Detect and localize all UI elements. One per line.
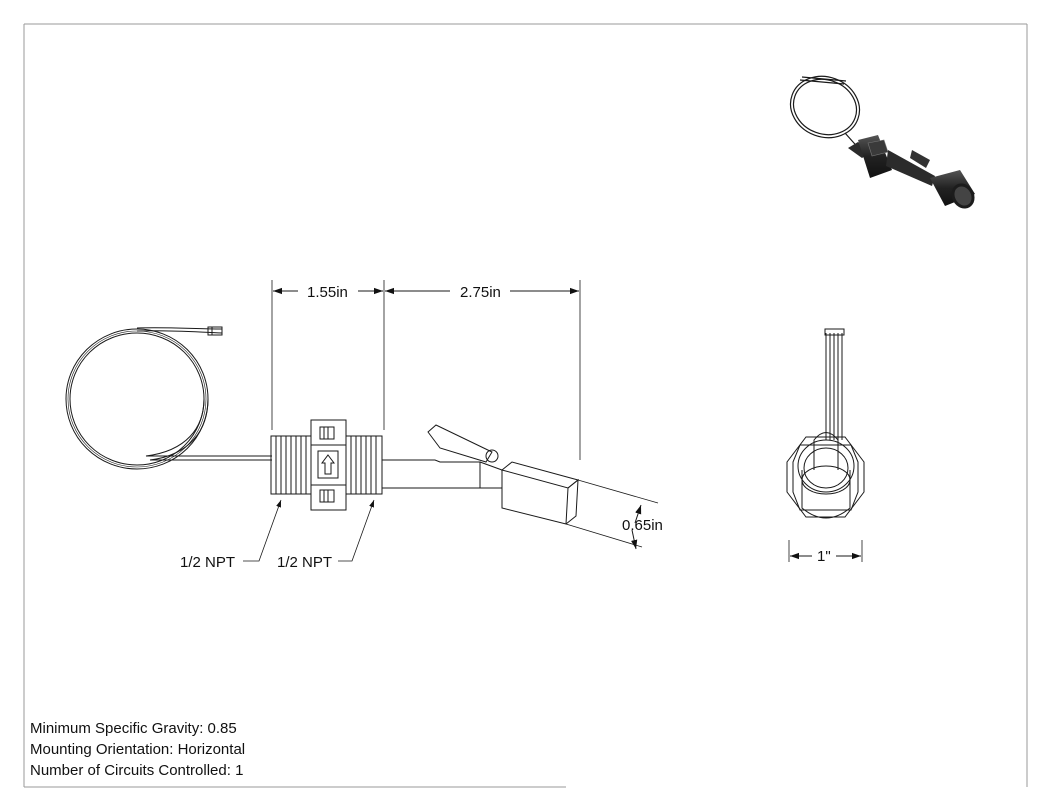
left-thread — [270, 435, 312, 495]
dim-stem-length: 2.75in — [460, 284, 501, 301]
coiled-cable — [65, 326, 272, 470]
dim-end-width: 1" — [817, 548, 831, 565]
spec-min-specific-gravity: Minimum Specific Gravity: 0.85 — [30, 720, 237, 737]
side-view — [65, 326, 580, 525]
hex-body — [310, 419, 347, 511]
dimension-arrows — [273, 287, 861, 560]
stem — [382, 424, 503, 489]
float — [500, 461, 580, 525]
spec-mounting-orientation: Mounting Orientation: Horizontal — [30, 741, 246, 758]
flow-arrow-icon — [321, 454, 335, 475]
dim-float-diameter: 0.65in — [622, 517, 663, 534]
dim-shoulder-length: 1.55in — [307, 284, 348, 301]
spec-circuits-controlled: Number of Circuits Controlled: 1 — [30, 762, 244, 779]
sheet-border — [23, 23, 1028, 788]
callout-leaders — [243, 499, 375, 562]
end-view — [786, 328, 865, 562]
callout-thread-left: 1/2 NPT — [180, 554, 235, 571]
isometric-render — [789, 75, 975, 209]
extension-lines — [271, 280, 659, 548]
callout-thread-right: 1/2 NPT — [277, 554, 332, 571]
right-thread — [345, 435, 383, 495]
